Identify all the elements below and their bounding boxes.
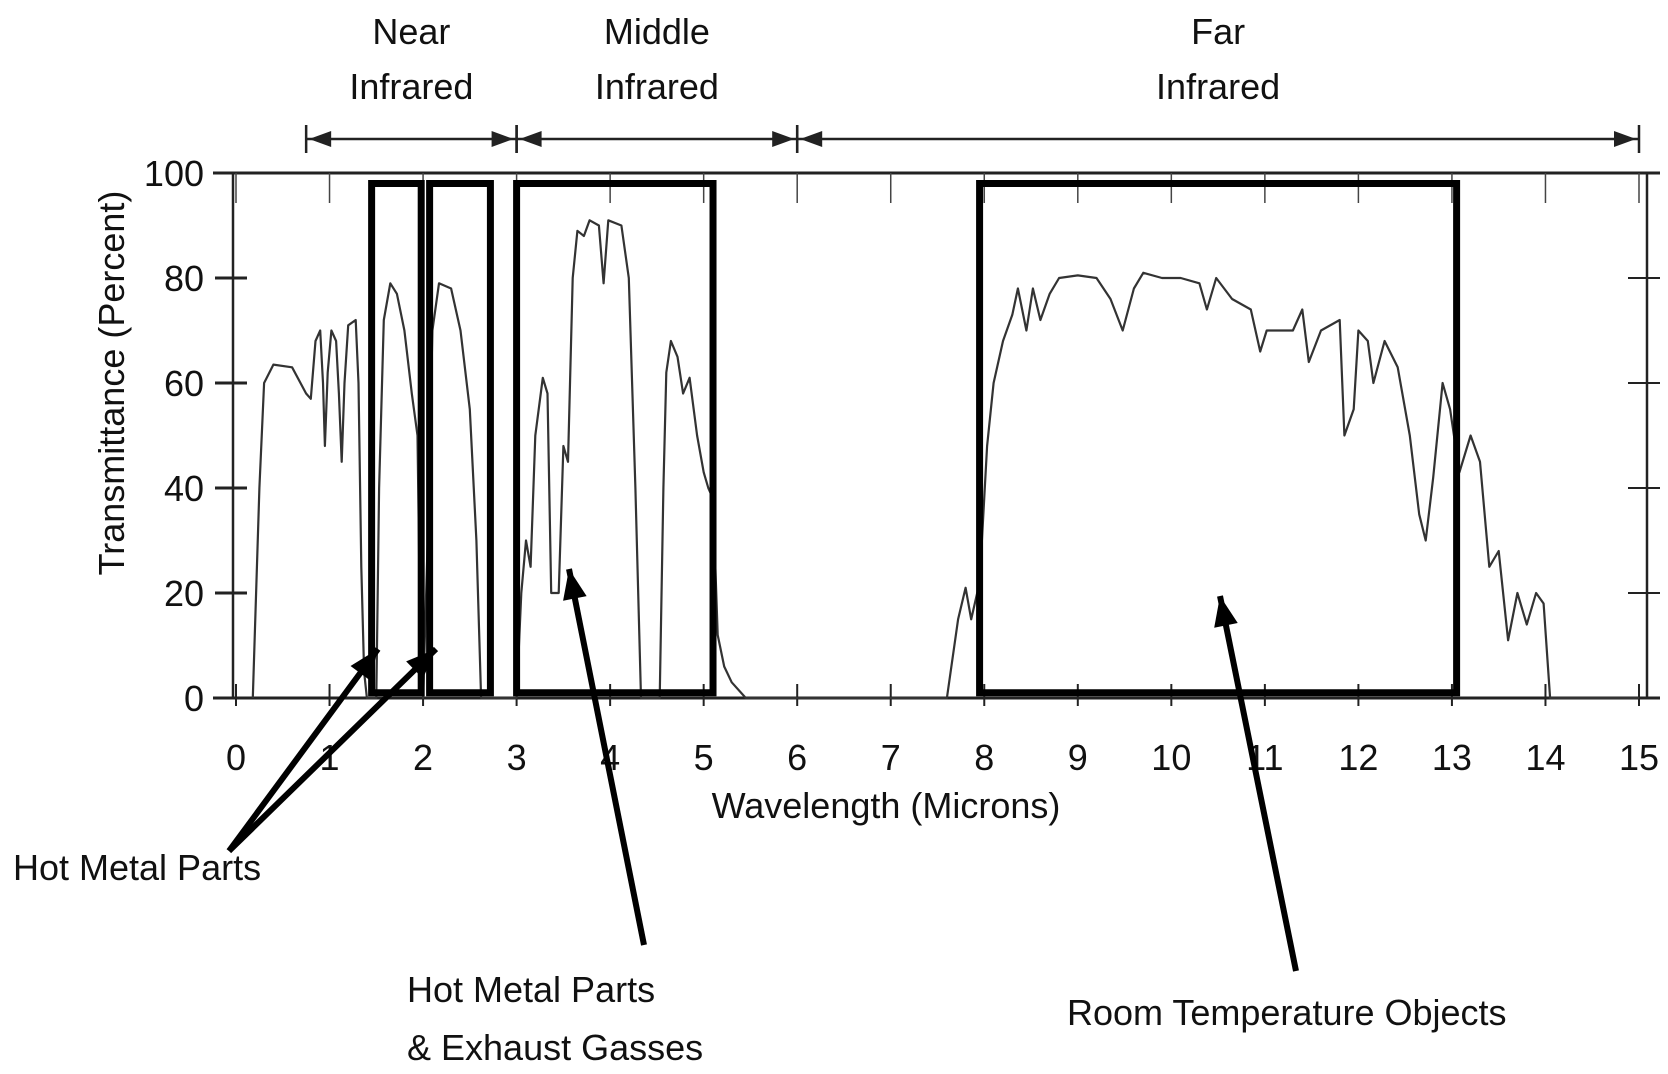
- x-tick-label: 5: [694, 737, 714, 778]
- highlight-box-room-temp: [976, 180, 1461, 697]
- x-tick-label: 0: [226, 737, 246, 778]
- band-label-line1: Far: [1191, 11, 1245, 52]
- arrow-exhaust-head: [563, 569, 587, 601]
- arrow-room-temp-head: [1214, 596, 1238, 628]
- y-axis-label: Transmittance (Percent): [91, 191, 132, 576]
- band-arrowhead-left: [519, 131, 542, 147]
- x-tick-label: 10: [1151, 737, 1191, 778]
- x-tick-label: 7: [881, 737, 901, 778]
- highlight-box-hot-metal-exhaust: [513, 180, 717, 697]
- annotation-arrows: [226, 568, 1299, 972]
- x-tick-label: 6: [787, 737, 807, 778]
- annotation-room-temp: Room Temperature Objects: [1067, 992, 1507, 1033]
- y-tick-label: 100: [144, 153, 204, 194]
- arrow-room-temp: [1217, 595, 1299, 972]
- x-tick-label: 3: [507, 737, 527, 778]
- annotation-exhaust-line1: Hot Metal Parts: [407, 969, 655, 1010]
- band-arrowhead-right: [772, 131, 795, 147]
- annotation-exhaust-line2: & Exhaust Gasses: [407, 1027, 703, 1068]
- x-tick-label: 9: [1068, 737, 1088, 778]
- x-tick-label: 2: [413, 737, 433, 778]
- band-arrowhead-left: [309, 131, 332, 147]
- highlight-box-hot-metal: [368, 180, 425, 697]
- x-tick-label: 12: [1338, 737, 1378, 778]
- band-arrowhead-right: [491, 131, 514, 147]
- arrow-hot-metal-1-head: [350, 649, 378, 681]
- arrow-exhaust: [566, 568, 647, 946]
- x-tick-label: 13: [1432, 737, 1472, 778]
- axes: [213, 171, 1660, 700]
- arrow-hot-metal-1: [226, 647, 381, 853]
- arrow-hot-metal-2: [226, 646, 439, 854]
- y-tick-label: 40: [164, 468, 204, 509]
- curve-layer: [251, 219, 1639, 700]
- band-label-line2: Infrared: [595, 66, 719, 107]
- annotation-hot-metal: Hot Metal Parts: [13, 847, 261, 888]
- band-label-line1: Middle: [604, 11, 710, 52]
- y-tick-label: 0: [184, 678, 204, 719]
- band-label-line2: Infrared: [349, 66, 473, 107]
- y-tick-label: 20: [164, 573, 204, 614]
- arrow-hot-metal-2-head: [406, 649, 436, 679]
- band-label-line2: Infrared: [1156, 66, 1280, 107]
- y-tick-label: 80: [164, 258, 204, 299]
- x-tick-label: 14: [1525, 737, 1565, 778]
- highlight-box-hot-metal: [426, 180, 494, 697]
- band-arrowhead-left: [800, 131, 823, 147]
- x-tick-label: 15: [1619, 737, 1659, 778]
- transmittance-line: [251, 219, 1639, 700]
- y-tick-label: 60: [164, 363, 204, 404]
- x-tick-label: 8: [974, 737, 994, 778]
- x-axis-label: Wavelength (Microns): [712, 785, 1061, 826]
- band-label-line1: Near: [372, 11, 450, 52]
- highlight-boxes: [368, 180, 1461, 697]
- band-arrowhead-right: [1614, 131, 1636, 147]
